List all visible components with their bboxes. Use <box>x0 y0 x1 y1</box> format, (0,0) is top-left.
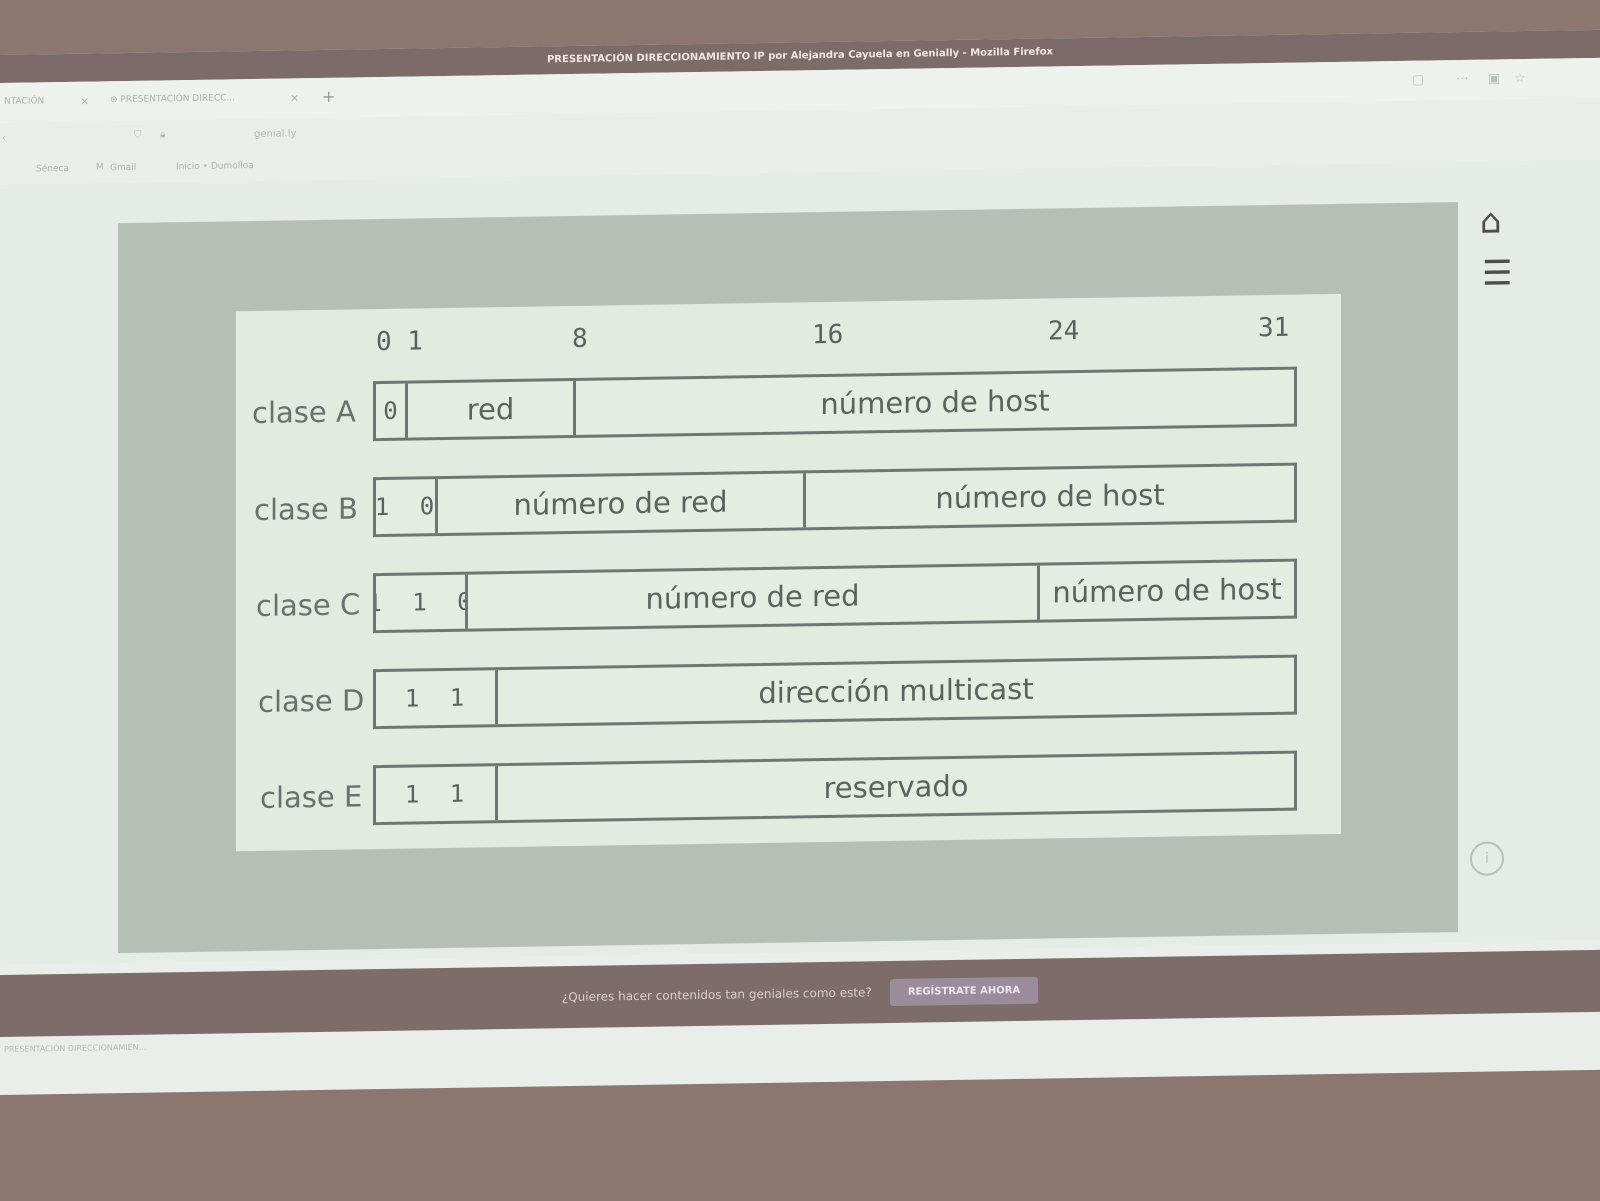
promo-bar: ¿Quieres hacer contenidos tan geniales c… <box>0 949 1600 1037</box>
register-button[interactable]: REGÍSTRATE AHORA <box>889 976 1039 1006</box>
tab-label: PRESENTACIÓN DIRECC... <box>120 93 236 106</box>
lock-icon: 🔒︎ <box>160 129 166 141</box>
prefix-bits: 1 1 1 0 <box>376 670 498 727</box>
gmail-icon: M <box>96 162 104 173</box>
globe-icon: ⊛ <box>110 95 118 106</box>
row-label-clase-d: clase D <box>258 683 365 719</box>
info-icon[interactable]: i <box>1470 841 1504 876</box>
bookmark-star-icon[interactable]: ☆ <box>1514 71 1526 87</box>
pocket-icon[interactable]: ▣ <box>1488 71 1501 87</box>
tab-presentacion-2[interactable]: ⊛ PRESENTACIÓN DIRECC... <box>110 93 235 105</box>
row-clase-c: 1 1 0 número de red número de host <box>373 558 1297 634</box>
bookmark-seneca[interactable]: Séneca <box>36 163 69 175</box>
row-clase-b: 1 0 número de red número de host <box>373 462 1297 538</box>
browser-window: PRESENTACIÓN DIRECCIONAMIENTO IP por Ale… <box>0 29 1600 1095</box>
row-clase-e: 1 1 1 1 reservado <box>373 750 1297 826</box>
row-label-clase-b: clase B <box>254 491 358 528</box>
field-host: número de host <box>1052 571 1282 610</box>
back-icon[interactable]: ‹ <box>2 132 6 144</box>
row-label-clase-e: clase E <box>260 779 363 815</box>
tab-presentacion-1[interactable]: NTACIÓN <box>4 96 45 107</box>
row-clase-d: 1 1 1 0 dirección multicast <box>373 654 1297 730</box>
page-icon[interactable]: ▢ <box>1412 72 1425 88</box>
field-multicast: dirección multicast <box>758 671 1034 711</box>
page-content: 0 1 8 16 24 31 clase A 0 red número de h… <box>0 159 1600 966</box>
menu-icon[interactable]: ☰ <box>1482 253 1513 294</box>
prefix-bits: 1 1 0 <box>376 574 468 631</box>
row-clase-a: 0 red número de host <box>373 366 1297 442</box>
row-label-clase-c: clase C <box>256 587 361 623</box>
bit-position-label: 8 <box>572 323 588 355</box>
field-red: red <box>408 380 576 438</box>
prefix-bits: 0 <box>376 383 408 439</box>
new-tab-icon[interactable]: + <box>322 86 336 106</box>
close-tab-icon[interactable]: × <box>290 91 300 105</box>
row-label-clase-a: clase A <box>252 394 356 431</box>
field-host: número de host <box>820 383 1050 422</box>
field-red: número de red <box>468 565 1040 629</box>
close-tab-icon[interactable]: × <box>80 94 90 108</box>
field-red: número de red <box>438 473 806 534</box>
genially-side-controls: ⌂ ☰ i <box>1470 161 1540 942</box>
status-bar: PRESENTACIÓN DIRECCIONAMIEN... <box>4 1042 147 1054</box>
bit-position-label: 16 <box>812 319 844 351</box>
home-icon[interactable]: ⌂ <box>1480 201 1502 242</box>
prefix-bits: 1 0 <box>376 479 438 535</box>
bookmark-gmail[interactable]: Gmail <box>110 162 137 174</box>
url-field[interactable]: genial.ly <box>254 128 297 141</box>
field-reservado: reservado <box>823 768 969 806</box>
field-host: número de host <box>935 477 1165 516</box>
bit-position-label: 31 <box>1258 312 1290 344</box>
promo-text: ¿Quieres hacer contenidos tan geniales c… <box>561 985 872 1005</box>
bookmark-inicio[interactable]: Inicio • Dumolloa <box>176 161 254 173</box>
bit-position-label: 0 1 <box>376 326 423 358</box>
slide: 0 1 8 16 24 31 clase A 0 red número de h… <box>118 202 1458 954</box>
shield-icon[interactable]: ⛉ <box>134 129 142 141</box>
bit-position-label: 24 <box>1048 316 1080 347</box>
ip-classes-diagram: 0 1 8 16 24 31 clase A 0 red número de h… <box>236 293 1341 852</box>
prefix-bits: 1 1 1 1 <box>376 766 498 823</box>
more-icon[interactable]: ··· <box>1456 71 1469 88</box>
